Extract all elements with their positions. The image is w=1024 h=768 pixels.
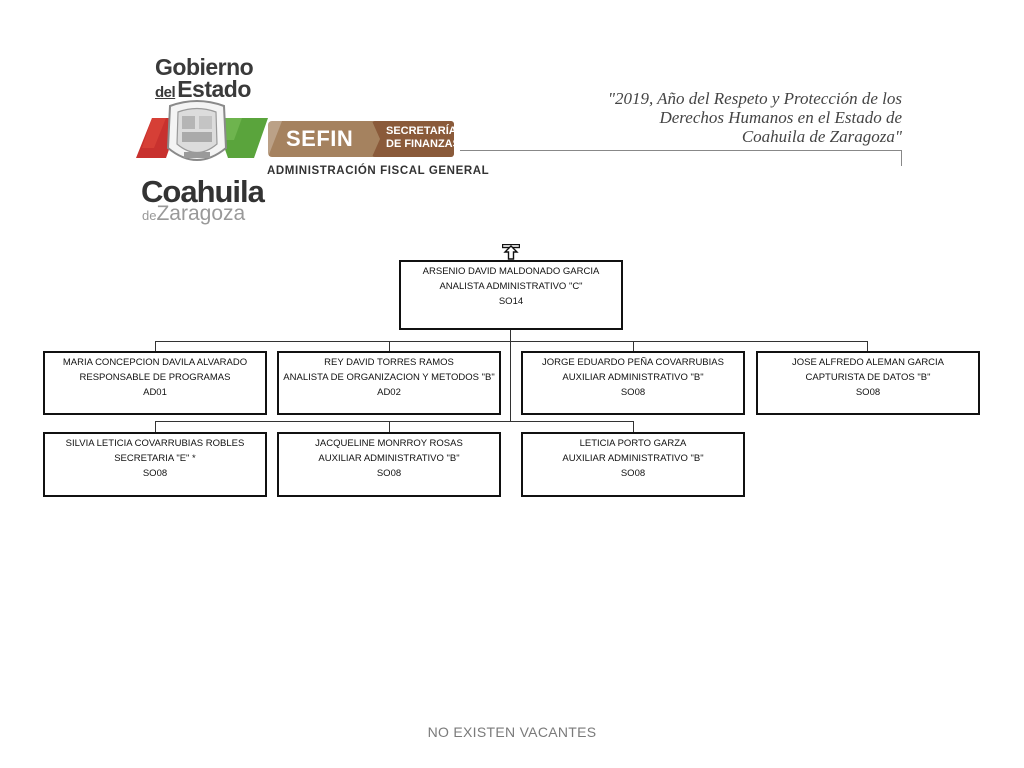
node-position: RESPONSABLE DE PROGRAMAS — [79, 372, 231, 383]
coat-of-arms-icon — [136, 100, 268, 161]
row2-drop-line — [389, 421, 390, 433]
node-position: AUXILIAR ADMINISTRATIVO "B" — [562, 453, 704, 464]
sefin-text: SEFIN — [286, 126, 354, 151]
org-node: LETICIA PORTO GARZA AUXILIAR ADMINISTRAT… — [521, 432, 745, 497]
node-code: SO14 — [498, 296, 524, 307]
secretaria-text: SECRETARÍA — [386, 125, 457, 137]
node-code: SO08 — [620, 468, 646, 479]
org-node: MARIA CONCEPCION DAVILA ALVARADO RESPONS… — [43, 351, 267, 415]
slogan-line-2: Derechos Humanos en el Estado de — [659, 108, 902, 127]
node-code: AD02 — [377, 387, 401, 398]
node-position: CAPTURISTA DE DATOS "B" — [805, 372, 931, 383]
trunk-line — [510, 330, 511, 422]
org-node: SILVIA LETICIA COVARRUBIAS ROBLES SECRET… — [43, 432, 267, 497]
node-position: ANALISTA ADMINISTRATIVO "C" — [439, 281, 583, 292]
node-name: SILVIA LETICIA COVARRUBIAS ROBLES — [65, 438, 245, 449]
slogan-line-1: "2019, Año del Respeto y Protección de l… — [607, 89, 902, 108]
row2-bus-line — [155, 421, 634, 422]
node-name: LETICIA PORTO GARZA — [579, 438, 687, 449]
administracion-fiscal-text: ADMINISTRACIÓN FISCAL GENERAL — [267, 165, 490, 177]
de-finanzas-text: DE FINANZAS — [386, 138, 460, 150]
node-name: JOSE ALFREDO ALEMAN GARCIA — [791, 357, 945, 368]
logo-estado-text: Estado — [177, 76, 251, 102]
logo-del-estado-text: delEstado — [155, 76, 251, 103]
node-position: AUXILIAR ADMINISTRATIVO "B" — [318, 453, 460, 464]
row2-drop-line — [633, 421, 634, 433]
row1-bus-line — [155, 341, 868, 342]
up-arrow-icon — [502, 244, 520, 260]
node-position: SECRETARIA "E" * — [114, 453, 196, 464]
node-name: REY DAVID TORRES RAMOS — [324, 357, 454, 368]
no-vacancies-text: NO EXISTEN VACANTES — [427, 724, 597, 740]
node-code: SO08 — [855, 387, 881, 398]
node-position: AUXILIAR ADMINISTRATIVO "B" — [562, 372, 704, 383]
org-node: JOSE ALFREDO ALEMAN GARCIA CAPTURISTA DE… — [756, 351, 980, 415]
logo-de-text: de — [142, 208, 157, 223]
row1-drop-line — [633, 341, 634, 352]
row1-drop-line — [389, 341, 390, 352]
slogan-line-3: Coahuila de Zaragoza" — [741, 127, 902, 146]
logo-coahuila-text: Coahuila — [141, 174, 265, 209]
row1-drop-line — [155, 341, 156, 352]
logo-de-zaragoza-text: deZaragoza — [142, 202, 245, 226]
node-name: JORGE EDUARDO PEÑA COVARRUBIAS — [542, 357, 724, 368]
node-code: AD01 — [143, 387, 167, 398]
row2-drop-line — [155, 421, 156, 433]
node-code: SO08 — [142, 468, 168, 479]
org-node: REY DAVID TORRES RAMOS ANALISTA DE ORGAN… — [277, 351, 501, 415]
node-code: SO08 — [620, 387, 646, 398]
node-name: MARIA CONCEPCION DAVILA ALVARADO — [62, 357, 248, 368]
row1-drop-line — [867, 341, 868, 352]
logo-del-text: del — [155, 84, 176, 101]
org-node-root: ARSENIO DAVID MALDONADO GARCIA ANALISTA … — [399, 260, 623, 330]
node-code: SO08 — [376, 468, 402, 479]
logo-zaragoza-text: Zaragoza — [156, 202, 246, 225]
logo-gobierno-text: Gobierno — [155, 54, 254, 80]
org-node: JORGE EDUARDO PEÑA COVARRUBIAS AUXILIAR … — [521, 351, 745, 415]
slogan-underline — [460, 150, 902, 151]
node-name: JACQUELINE MONRROY ROSAS — [315, 438, 463, 449]
org-node: JACQUELINE MONRROY ROSAS AUXILIAR ADMINI… — [277, 432, 501, 497]
node-position: ANALISTA DE ORGANIZACION Y METODOS "B" — [283, 372, 495, 383]
slogan-tick — [901, 150, 902, 166]
sefin-logo-icon — [268, 121, 454, 157]
node-name: ARSENIO DAVID MALDONADO GARCIA — [422, 266, 600, 277]
